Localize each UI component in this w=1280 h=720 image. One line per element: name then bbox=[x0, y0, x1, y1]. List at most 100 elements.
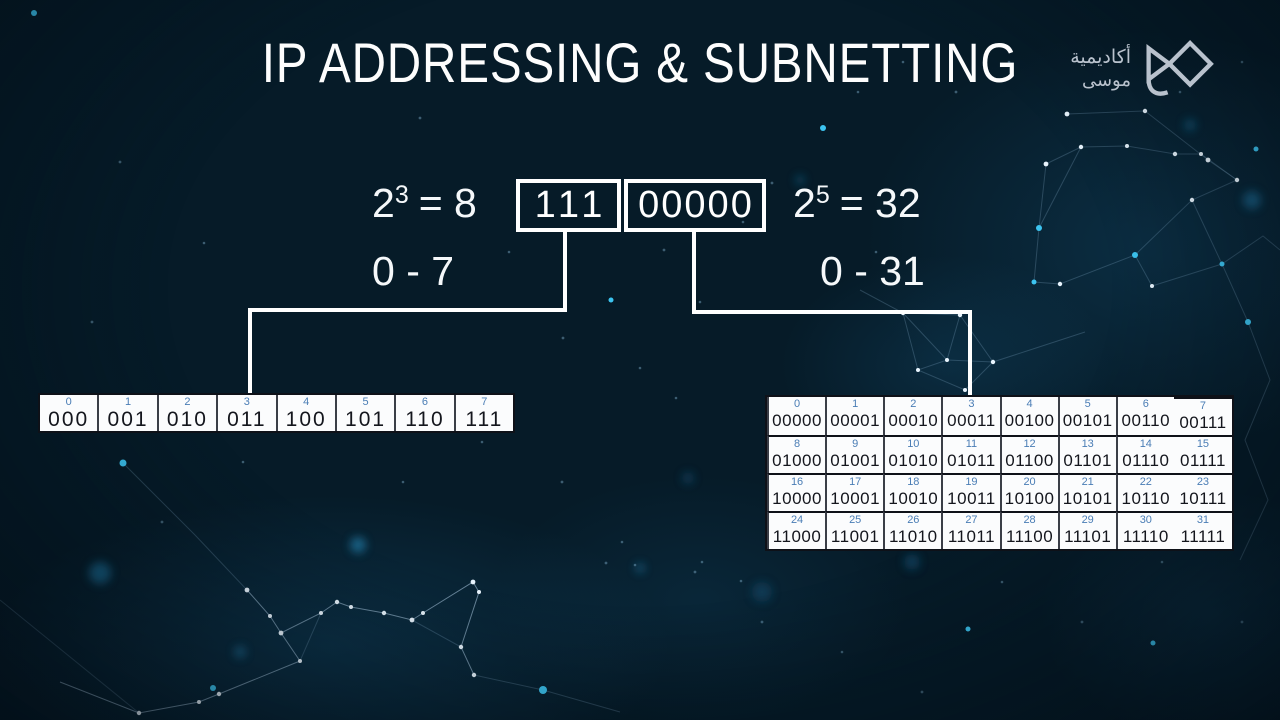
academy-logo: أكاديمية موسى bbox=[1070, 34, 1216, 104]
cell-value: 010 bbox=[166, 408, 208, 431]
binary-cell: 2 010 bbox=[156, 395, 216, 431]
cell-index: 24 bbox=[790, 514, 804, 526]
academy-logo-text: أكاديمية موسى bbox=[1070, 46, 1131, 92]
cell-value: 00111 bbox=[1179, 413, 1227, 432]
cell-value: 10110 bbox=[1121, 489, 1171, 508]
binary-cell: 3 00011 bbox=[941, 397, 999, 435]
cell-index: 14 bbox=[1139, 438, 1152, 450]
table-3bit-combinations: 0 000 1 001 2 010 3 011 4 100 bbox=[38, 393, 515, 433]
cell-index: 7 bbox=[1199, 400, 1206, 412]
cell-index: 26 bbox=[907, 514, 920, 526]
cell-value: 111 bbox=[465, 408, 504, 431]
cell-value: 00101 bbox=[1062, 411, 1113, 430]
cell-value: 01111 bbox=[1179, 451, 1226, 470]
binary-cell: 3 011 bbox=[216, 395, 275, 431]
cell-value: 01010 bbox=[888, 451, 939, 470]
cell-value: 10011 bbox=[947, 489, 996, 508]
cell-index: 4 bbox=[1026, 398, 1033, 410]
cell-value: 11011 bbox=[947, 527, 996, 546]
cell-value: 110 bbox=[405, 408, 445, 431]
cell-index: 10 bbox=[907, 438, 920, 450]
cell-value: 10100 bbox=[1004, 489, 1055, 508]
cell-index: 17 bbox=[849, 476, 862, 488]
cell-index: 20 bbox=[1023, 476, 1036, 488]
binary-cell: 0 000 bbox=[40, 395, 97, 431]
cell-index: 2 bbox=[184, 396, 191, 408]
binary-cell: 4 100 bbox=[275, 395, 335, 431]
binary-cell: 18 10010 bbox=[883, 473, 942, 511]
binary-cell: 22 10110 bbox=[1115, 473, 1174, 511]
cell-value: 01110 bbox=[1122, 451, 1170, 470]
connector-host-horizontal bbox=[692, 310, 972, 314]
cell-value: 000 bbox=[48, 408, 90, 431]
cell-value: 101 bbox=[345, 408, 387, 431]
binary-cell: 4 00100 bbox=[999, 397, 1058, 435]
connector-network-horizontal bbox=[248, 308, 567, 312]
binary-cell: 25 11001 bbox=[825, 511, 884, 549]
binary-cell: 17 10001 bbox=[825, 473, 884, 511]
formula-result: = 8 bbox=[418, 180, 477, 226]
cell-value: 10111 bbox=[1179, 489, 1227, 508]
cell-value: 00001 bbox=[830, 411, 881, 430]
cell-value: 11110 bbox=[1122, 527, 1169, 546]
cell-index: 7 bbox=[481, 396, 488, 408]
binary-cell: 31 11111 bbox=[1173, 511, 1232, 549]
cell-index: 29 bbox=[1081, 514, 1094, 526]
cell-index: 9 bbox=[852, 438, 859, 450]
binary-cell: 7 111 bbox=[453, 395, 513, 431]
cell-value: 01100 bbox=[1005, 451, 1054, 470]
cell-index: 22 bbox=[1139, 476, 1152, 488]
table-5bit-combinations: 0 00000 1 00001 2 00010 3 00011 4 00100 bbox=[765, 395, 1234, 551]
cell-value: 00010 bbox=[888, 411, 939, 430]
academy-logo-mark-icon bbox=[1146, 40, 1214, 96]
cell-value: 00011 bbox=[947, 411, 996, 430]
binary-cell: 15 01111 bbox=[1173, 435, 1232, 473]
cell-value: 01000 bbox=[772, 451, 822, 470]
binary-cell: 30 11110 bbox=[1115, 511, 1174, 549]
cell-index: 18 bbox=[907, 476, 920, 488]
binary-cell: 27 11011 bbox=[941, 511, 1000, 549]
binary-cell: 5 00101 bbox=[1057, 397, 1116, 435]
binary-cell: 10 01010 bbox=[883, 435, 942, 473]
binary-cell: 16 10000 bbox=[767, 473, 826, 511]
network-bits-box: 111 bbox=[516, 179, 621, 232]
range-host: 0 - 31 bbox=[820, 248, 925, 294]
binary-cell: 13 01101 bbox=[1057, 435, 1116, 473]
cell-value: 11000 bbox=[772, 527, 822, 546]
formula-exponent: 3 bbox=[394, 181, 409, 209]
host-bits-box: 00000 bbox=[624, 179, 766, 232]
cell-index: 8 bbox=[794, 438, 801, 450]
cell-index: 2 bbox=[910, 398, 917, 410]
cell-index: 30 bbox=[1139, 514, 1152, 526]
formula-base: 2 bbox=[372, 180, 395, 226]
cell-index: 31 bbox=[1196, 514, 1210, 526]
binary-cell: 19 10011 bbox=[941, 473, 1000, 511]
cell-value: 01011 bbox=[947, 451, 996, 470]
cell-index: 16 bbox=[790, 476, 804, 488]
cell-value: 10000 bbox=[772, 489, 822, 508]
cell-value: 00000 bbox=[772, 411, 822, 430]
cell-index: 23 bbox=[1196, 476, 1210, 488]
formula-exponent: 5 bbox=[815, 181, 830, 209]
cell-value: 11100 bbox=[1005, 527, 1054, 546]
formula-base: 2 bbox=[793, 180, 816, 226]
binary-cell: 11 01011 bbox=[941, 435, 1000, 473]
binary-cell: 20 10100 bbox=[999, 473, 1058, 511]
cell-value: 100 bbox=[285, 408, 327, 431]
cell-index: 1 bbox=[852, 398, 859, 410]
cell-index: 12 bbox=[1023, 438, 1036, 450]
cell-value: 00110 bbox=[1121, 411, 1171, 430]
connector-host-vertical-top bbox=[692, 230, 696, 312]
binary-cell: 23 10111 bbox=[1173, 473, 1232, 511]
binary-cell: 6 110 bbox=[394, 395, 453, 431]
cell-value: 001 bbox=[107, 408, 149, 431]
cell-index: 1 bbox=[125, 396, 132, 408]
cell-index: 13 bbox=[1081, 438, 1094, 450]
cell-index: 27 bbox=[965, 514, 978, 526]
binary-cell: 28 11100 bbox=[999, 511, 1058, 549]
cell-value: 10001 bbox=[830, 489, 881, 508]
cell-value: 11101 bbox=[1064, 527, 1112, 546]
binary-cell: 9 01001 bbox=[825, 435, 884, 473]
logo-text-line2: موسى bbox=[1081, 70, 1131, 91]
